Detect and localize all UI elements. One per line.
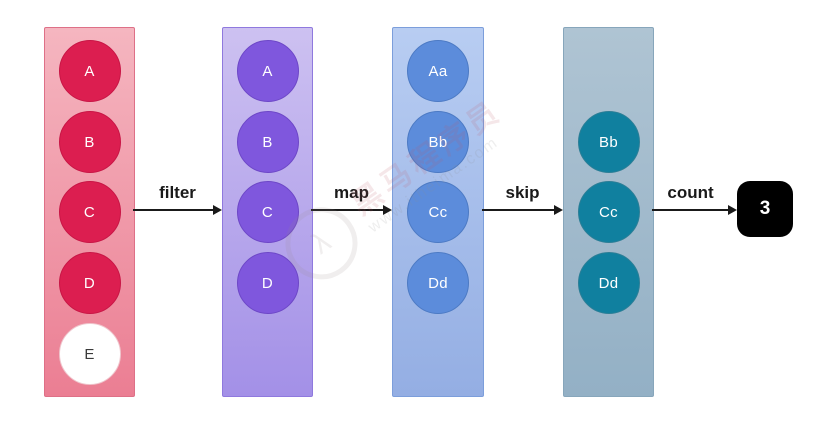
stage-column-after-skip: Bb Cc Dd [563, 27, 654, 397]
stream-element: Bb [407, 111, 469, 173]
stream-element: D [58, 252, 121, 314]
arrow-shaft [482, 209, 554, 211]
arrow-shaft [133, 209, 213, 211]
operation-label-filter: filter [159, 183, 196, 202]
stream-element: Bb [577, 111, 640, 173]
arrow-shaft [652, 209, 728, 211]
arrow-map [311, 201, 392, 219]
stream-element: B [58, 111, 121, 173]
stream-element: A [58, 40, 121, 102]
stream-element: Dd [407, 252, 469, 314]
stage-column-after-filter: A B C D [222, 27, 313, 397]
stream-element: Aa [407, 40, 469, 102]
stream-element: Dd [577, 252, 640, 314]
arrowhead-icon [554, 205, 563, 215]
stage-column-after-map: Aa Bb Cc Dd [392, 27, 484, 397]
stream-element: D [236, 252, 299, 314]
stream-element-excluded: E [58, 323, 121, 385]
arrow-count [652, 201, 737, 219]
stream-element: A [236, 40, 299, 102]
arrowhead-icon [728, 205, 737, 215]
stage-column-source: A B C D E [44, 27, 135, 397]
stream-element: C [236, 181, 299, 243]
arrowhead-icon [213, 205, 222, 215]
operation-label-skip: skip [505, 183, 540, 202]
arrow-skip [482, 201, 563, 219]
stream-element: C [58, 181, 121, 243]
operation-label-count: count [667, 183, 714, 202]
arrow-shaft [311, 209, 383, 211]
stream-element: B [236, 111, 299, 173]
count-result-box: 3 [737, 181, 793, 237]
arrow-filter [133, 201, 222, 219]
operation-label-map: map [334, 183, 369, 202]
stream-element: Cc [407, 181, 469, 243]
stream-element: Cc [577, 181, 640, 243]
arrowhead-icon [383, 205, 392, 215]
